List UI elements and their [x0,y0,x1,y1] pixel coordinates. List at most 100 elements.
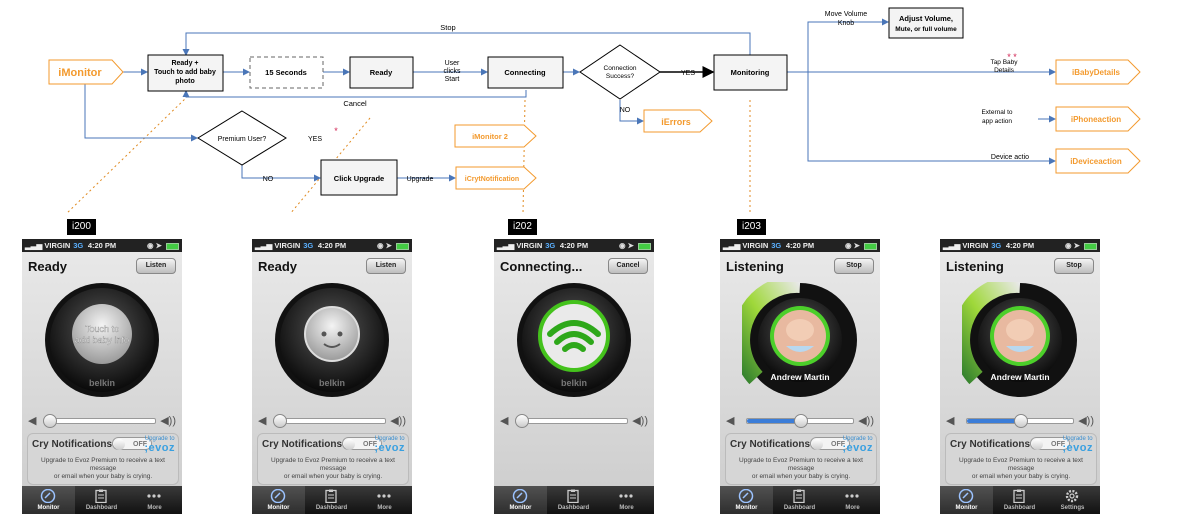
volume-slider[interactable]: ◀ ◀)) [946,412,1094,428]
brand-logo: belkin [561,378,587,388]
location-icon: ➤ [385,241,392,250]
tab-dashboard[interactable]: Dashboard [993,486,1046,514]
monitor-dial[interactable]: belkin [274,282,390,398]
cry-notifications-toggle[interactable]: OFF [810,437,850,450]
monitor-dial[interactable]: Andrew Martin [742,282,858,398]
tab-dashboard[interactable]: Dashboard [305,486,358,514]
volume-track[interactable] [273,414,386,428]
user-clicks-start: User clicks Start [443,60,461,83]
ibabydetails-node: iBabyDetails [1055,59,1141,85]
svg-text:Mute, or full volume: Mute, or full volume [895,26,957,33]
svg-text:iPhoneaction: iPhoneaction [1071,115,1121,124]
tag-i203: i203 [737,219,766,235]
volume-low-icon: ◀ [726,415,735,427]
tab-monitor[interactable]: Monitor [494,486,547,514]
monitor-tab-icon [738,489,754,503]
cry-notifications-label: Cry Notifications [32,439,113,450]
tab-monitor[interactable]: Monitor [252,486,305,514]
listen-button[interactable]: Listen [136,258,176,274]
cry-notifications-toggle[interactable]: OFF [342,437,382,450]
volume-track[interactable] [43,414,156,428]
cry-notifications-label: Cry Notifications [262,439,343,450]
volume-high-icon: ◀)) [632,415,648,427]
stop-label: Stop [440,23,455,32]
upgrade-link[interactable]: Upgrade to;evoz [1062,436,1093,454]
volume-high-icon: ◀)) [390,415,406,427]
adjust-volume-node: Adjust Volume, Mute, or full volume [888,7,964,39]
double-asterisk: * * [1007,52,1017,62]
monitor-tab-icon [270,489,286,503]
screen-title: Ready [258,259,298,274]
network-type: 3G [991,241,1002,250]
stop-button[interactable]: Stop [834,258,874,274]
volume-low-icon: ◀ [946,415,955,427]
volume-track[interactable] [746,414,854,428]
volume-track[interactable] [966,414,1074,428]
cry-notifications-toggle[interactable]: OFF [112,437,152,450]
clipboard-icon [95,489,107,503]
monitor-dial[interactable]: belkin [516,282,632,398]
tab-more[interactable]: More [128,486,181,514]
volume-knob[interactable] [515,414,529,428]
monitor-dial[interactable]: Andrew Martin [962,282,1078,398]
tab-more[interactable]: More [826,486,879,514]
upgrade-link[interactable]: Upgrade to;evoz [842,436,873,454]
stop-button[interactable]: Stop [1054,258,1094,274]
svg-text:iCrytNotification: iCrytNotification [465,176,519,183]
battery-icon [166,242,179,250]
tab-more[interactable]: More [358,486,411,514]
signal-icon: ▂▃▅ [723,241,741,250]
volume-knob[interactable] [273,414,287,428]
volume-knob[interactable] [43,414,57,428]
upgrade-link[interactable]: Upgrade to;evoz [374,436,405,454]
volume-high-icon: ◀)) [1078,415,1094,427]
svg-text:Click Upgrade: Click Upgrade [334,174,384,183]
volume-slider[interactable]: ◀ ◀)) [500,412,648,428]
tab-dashboard[interactable]: Dashboard [547,486,600,514]
signal-icon: ▂▃▅ [943,241,961,250]
monitor-tab-icon [512,489,528,503]
location-icon: ➤ [627,241,634,250]
app-screen: Connecting... Cancel belkin ◀ [494,252,654,486]
upgrade-link[interactable]: Upgrade to;evoz [144,436,175,454]
tab-monitor[interactable]: Monitor [940,486,993,514]
volume-fill [747,419,800,423]
tab-dashboard[interactable]: Dashboard [773,486,826,514]
monitor-dial[interactable]: Touch to add baby info belkin [44,282,160,398]
svg-text:Adjust Volume,: Adjust Volume, [899,14,953,23]
cry-notifications-label: Cry Notifications [730,439,811,450]
volume-knob[interactable] [1014,414,1028,428]
cry-notifications-toggle[interactable]: OFF [1030,437,1070,450]
cry-notifications-panel: Cry Notifications OFF Upgrade to;evoz Up… [27,433,179,485]
ideviceaction-node: iDeviceaction [1055,148,1141,174]
cancel-button[interactable]: Cancel [608,258,648,274]
connection-success-decision: Connection Success? [579,44,661,100]
app-screen: Listening Stop Andrew Martin ◀ [720,252,880,486]
screen-title: Ready [28,259,68,274]
ready-touch-line1: Ready + [171,60,198,67]
tab-settings[interactable]: Settings [1046,486,1099,514]
ready-label: Ready [370,68,393,77]
tab-monitor[interactable]: Monitor [22,486,75,514]
ierrors-node: iErrors [643,109,713,133]
svg-text:Connection: Connection [604,65,637,72]
volume-slider[interactable]: ◀ ◀)) [28,412,176,428]
app-screen: Ready Listen belkin ◀ [252,252,412,486]
tab-more[interactable]: More [600,486,653,514]
tap-baby-line1: Tap Baby [990,59,1018,66]
volume-slider[interactable]: ◀ ◀)) [726,412,874,428]
asterisk: * [334,126,338,136]
listen-button[interactable]: Listen [366,258,406,274]
volume-knob[interactable] [794,414,808,428]
tab-monitor[interactable]: Monitor [720,486,773,514]
volume-track[interactable] [515,414,628,428]
volume-slider[interactable]: ◀ ◀)) [258,412,406,428]
tab-dashboard[interactable]: Dashboard [75,486,128,514]
cry-notifications-panel: Cry Notifications OFF Upgrade to;evoz Up… [725,433,877,485]
monitoring-node: Monitoring [713,54,788,91]
